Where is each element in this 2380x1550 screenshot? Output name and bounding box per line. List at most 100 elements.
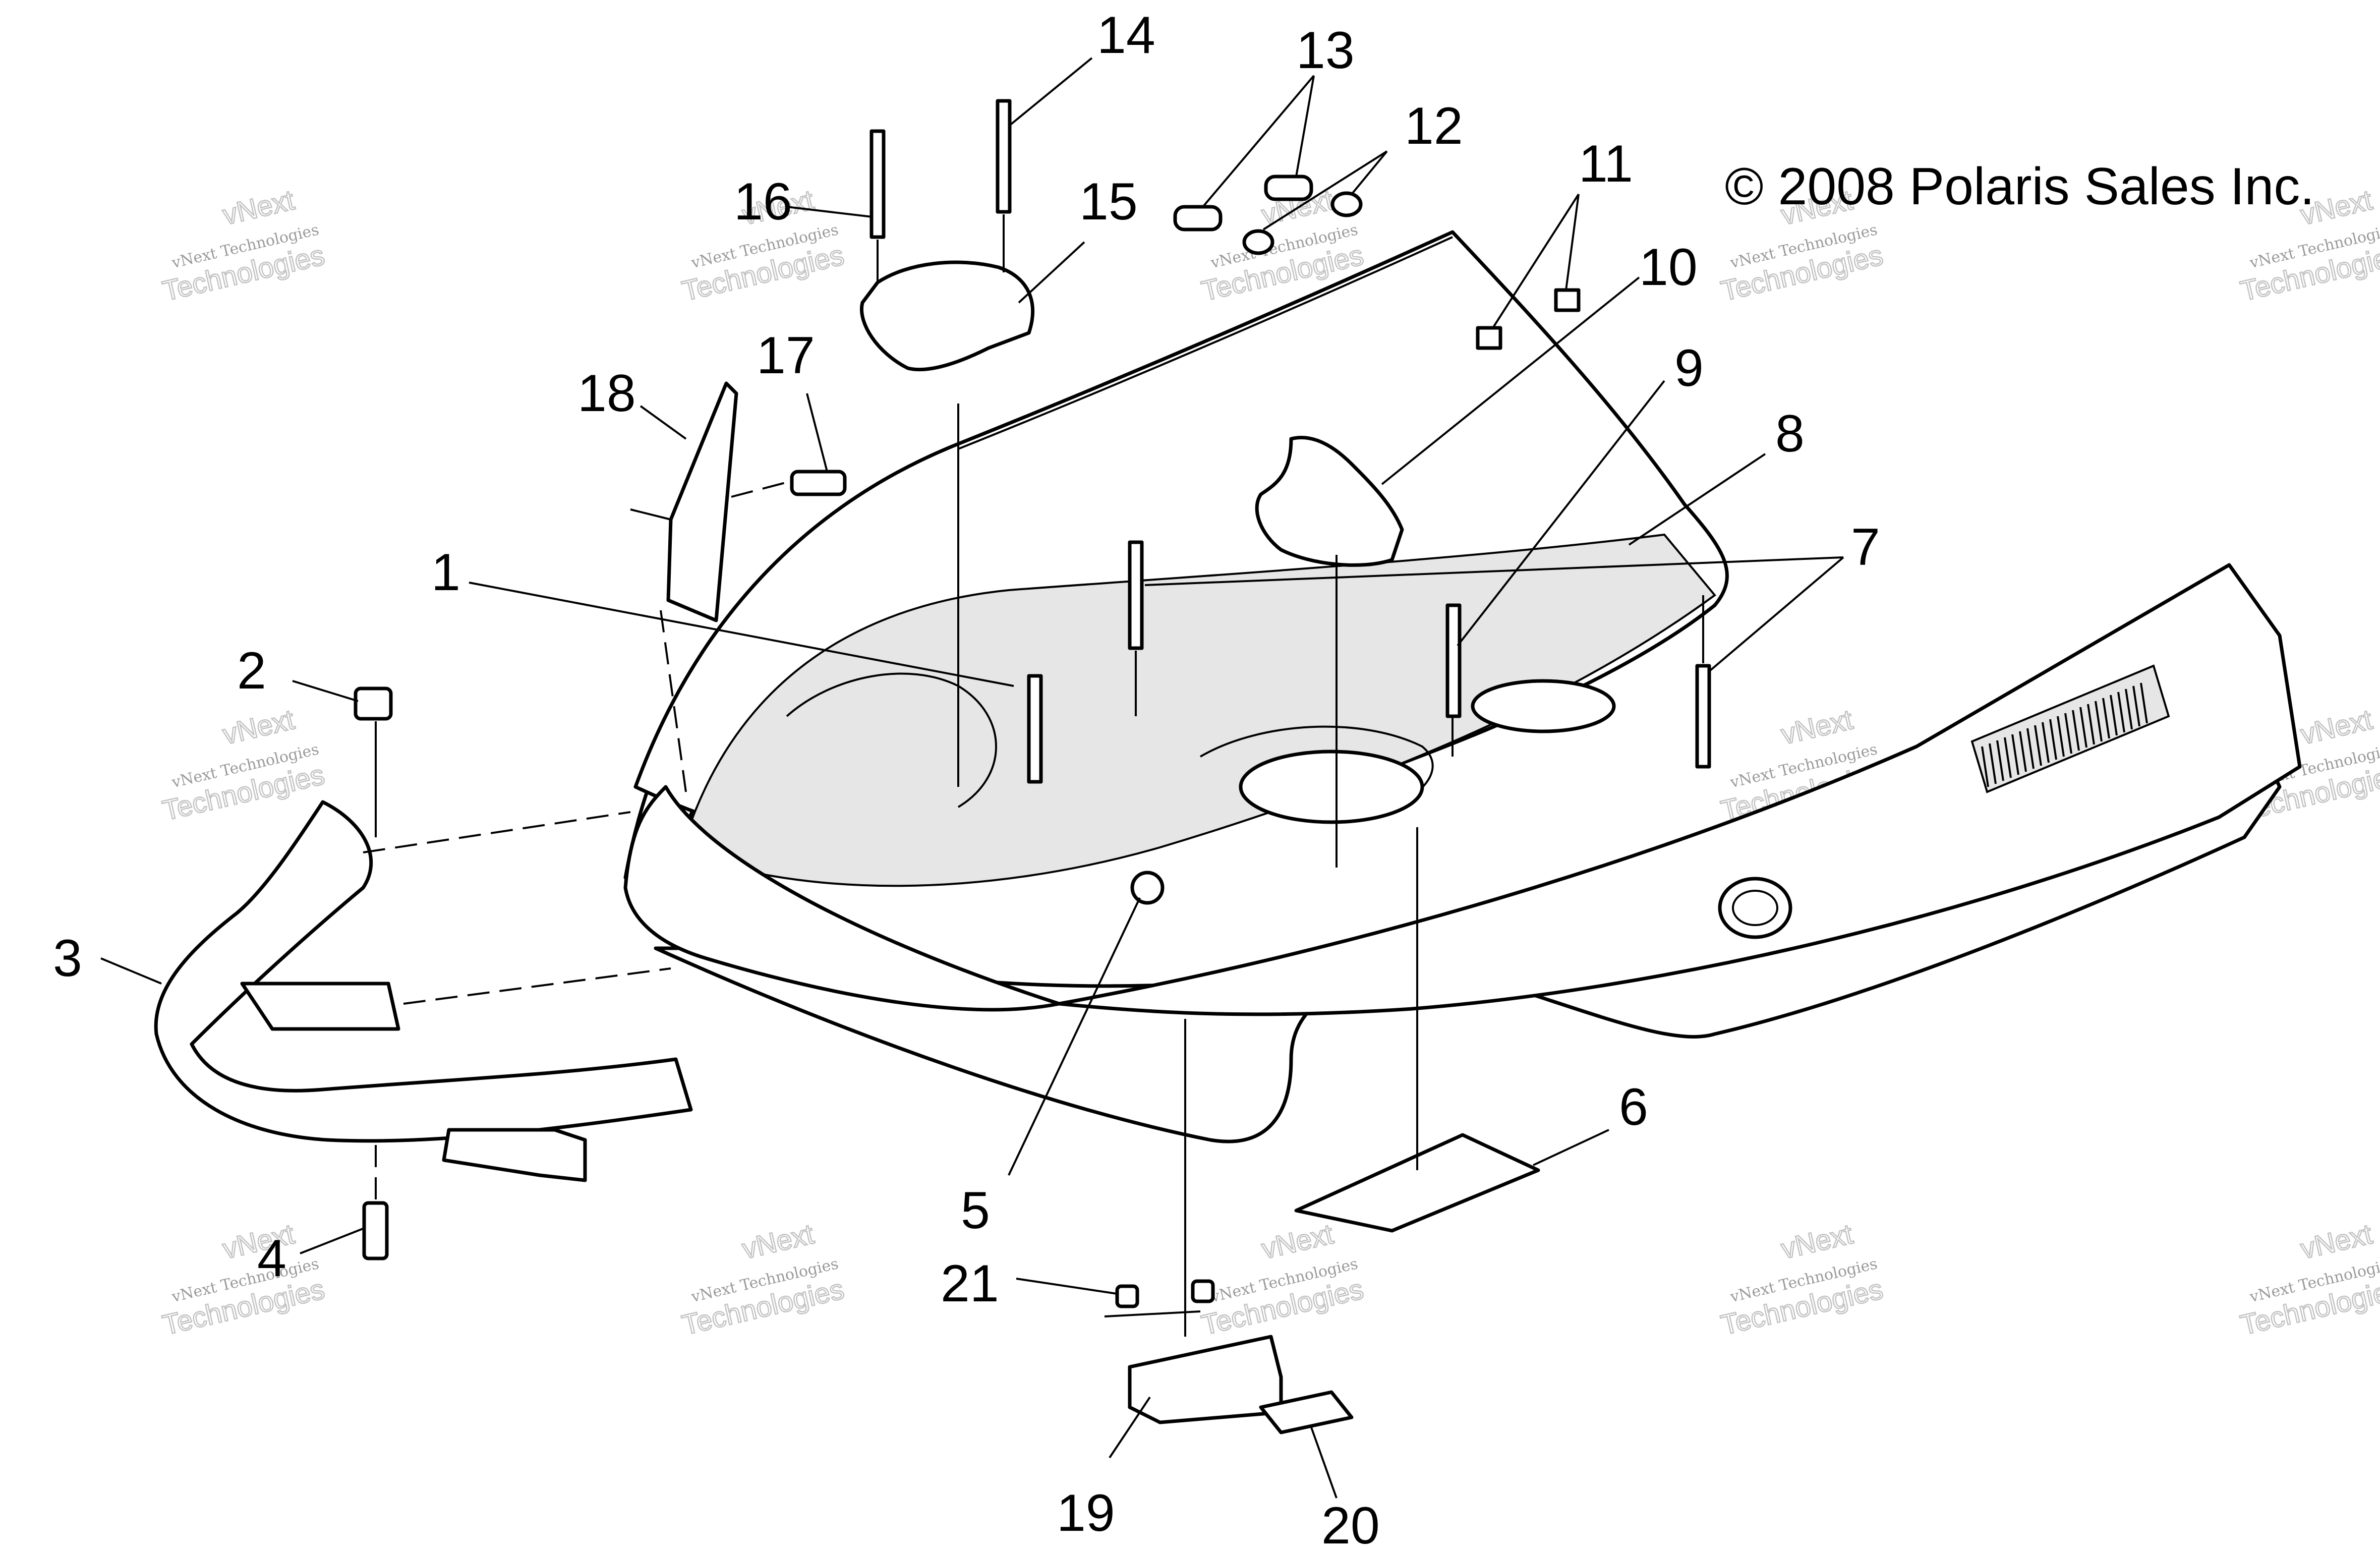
callout-1: 1 xyxy=(431,543,460,602)
assembly-guides xyxy=(363,214,1704,1337)
part-4-bolt xyxy=(362,1201,389,1260)
part-21-screw xyxy=(1115,1284,1139,1308)
part-11-nut xyxy=(1476,326,1502,350)
watermark-line1: vNext xyxy=(220,703,298,751)
vent-slat xyxy=(2057,716,2065,757)
callout-5: 5 xyxy=(961,1181,990,1240)
callout-7: 7 xyxy=(1851,518,1880,577)
callout-3: 3 xyxy=(53,929,82,988)
part-12-washer xyxy=(1330,191,1363,217)
vent-slat xyxy=(2042,722,2050,763)
callout-labels: 1 2 3 4 5 6 7 8 9 10 11 12 13 14 15 16 1… xyxy=(53,6,1880,1550)
vent-slat xyxy=(2034,725,2042,766)
side-oval-inner xyxy=(1732,890,1778,926)
callout-10: 10 xyxy=(1639,238,1698,297)
vent-slat xyxy=(2026,728,2035,769)
part-2-nut xyxy=(354,686,393,721)
windshield-trim xyxy=(958,236,1453,450)
callout-17: 17 xyxy=(757,326,815,385)
part-17-bolt xyxy=(790,470,847,496)
part-13-bolt xyxy=(1264,175,1313,201)
callout-2: 2 xyxy=(237,642,266,700)
callout-21: 21 xyxy=(941,1254,999,1313)
watermark-line1: vNext xyxy=(2298,1218,2375,1265)
hood-assembly xyxy=(623,230,2302,1143)
callout-leaders xyxy=(100,57,1844,1499)
callout-6: 6 xyxy=(1619,1078,1648,1136)
side-oval-opening xyxy=(1718,877,1792,939)
callout-19: 19 xyxy=(1057,1484,1115,1542)
part-11-nut xyxy=(1554,288,1581,312)
vent-slat xyxy=(2102,698,2110,739)
hood-nose xyxy=(623,785,1061,1012)
watermark-line1: vNext xyxy=(1778,703,1856,751)
vent-slat xyxy=(1996,740,2004,781)
center-oval-opening xyxy=(1239,750,1424,824)
vent-slat xyxy=(2132,685,2140,727)
callout-11: 11 xyxy=(1579,135,1633,193)
vent-slats xyxy=(1981,682,2148,787)
vent-slat xyxy=(2087,704,2095,745)
vent-slat xyxy=(2110,695,2118,736)
callout-9: 9 xyxy=(1674,339,1704,397)
watermark-line1: vNext xyxy=(1778,1218,1856,1265)
part-19-box xyxy=(1128,1335,1283,1424)
part-1-stud xyxy=(1027,674,1043,784)
part-20-strip xyxy=(1259,1390,1354,1434)
callout-16: 16 xyxy=(734,173,792,231)
callout-20: 20 xyxy=(1321,1497,1380,1550)
part-7-stud xyxy=(1695,664,1711,769)
callout-4: 4 xyxy=(257,1229,286,1288)
watermark-line1: vNext xyxy=(739,1218,817,1265)
vent-slat xyxy=(2064,713,2072,754)
part-14-stud xyxy=(996,99,1012,214)
callout-8: 8 xyxy=(1775,405,1805,463)
watermark-line1: vNext xyxy=(2298,703,2375,751)
part-15-upper-bracket xyxy=(860,260,1034,372)
vent-slat xyxy=(2117,692,2125,733)
part-5-grommet xyxy=(1130,871,1165,905)
vent-slat xyxy=(2140,682,2148,724)
vent-slat xyxy=(1989,743,1997,784)
vent-slat xyxy=(2095,701,2103,742)
callout-14: 14 xyxy=(1097,6,1155,65)
bumper-upper-bracket xyxy=(240,982,400,1031)
vent-slat xyxy=(2125,688,2133,730)
fasteners xyxy=(354,99,1711,1308)
part-12-washer xyxy=(1242,229,1274,255)
hood-side-panel xyxy=(1057,563,2302,1016)
vent-slat xyxy=(2072,710,2080,751)
rear-oval-opening xyxy=(1471,679,1616,733)
watermark-line1: vNext xyxy=(220,184,298,231)
vent-slat xyxy=(2079,707,2087,748)
part-10-mount-bracket xyxy=(1255,435,1404,567)
part-16-stud xyxy=(869,129,886,239)
part-7-stud xyxy=(1128,540,1144,650)
callout-18: 18 xyxy=(577,364,636,423)
callout-13: 13 xyxy=(1296,21,1355,80)
part-13-bolt xyxy=(1173,205,1223,232)
vent-slat xyxy=(2004,737,2012,778)
vent-slat xyxy=(2019,731,2027,772)
callout-12: 12 xyxy=(1405,97,1463,155)
copyright-notice: © 2008 Polaris Sales Inc. xyxy=(1725,157,2314,216)
part-21-screw xyxy=(1191,1279,1215,1303)
vent-slat xyxy=(1981,746,1989,787)
bumper-lower-bracket xyxy=(442,1128,587,1182)
vent-slat xyxy=(2049,719,2057,760)
part-6-bottom-plate xyxy=(1294,1133,1540,1233)
part-9-stud xyxy=(1445,603,1462,718)
part-18-side-plate xyxy=(666,381,738,622)
watermark-line1: vNext xyxy=(1259,1218,1337,1265)
vent-slat xyxy=(2011,734,2019,775)
part-3-front-bumper xyxy=(154,800,693,1143)
callout-15: 15 xyxy=(1079,173,1138,231)
